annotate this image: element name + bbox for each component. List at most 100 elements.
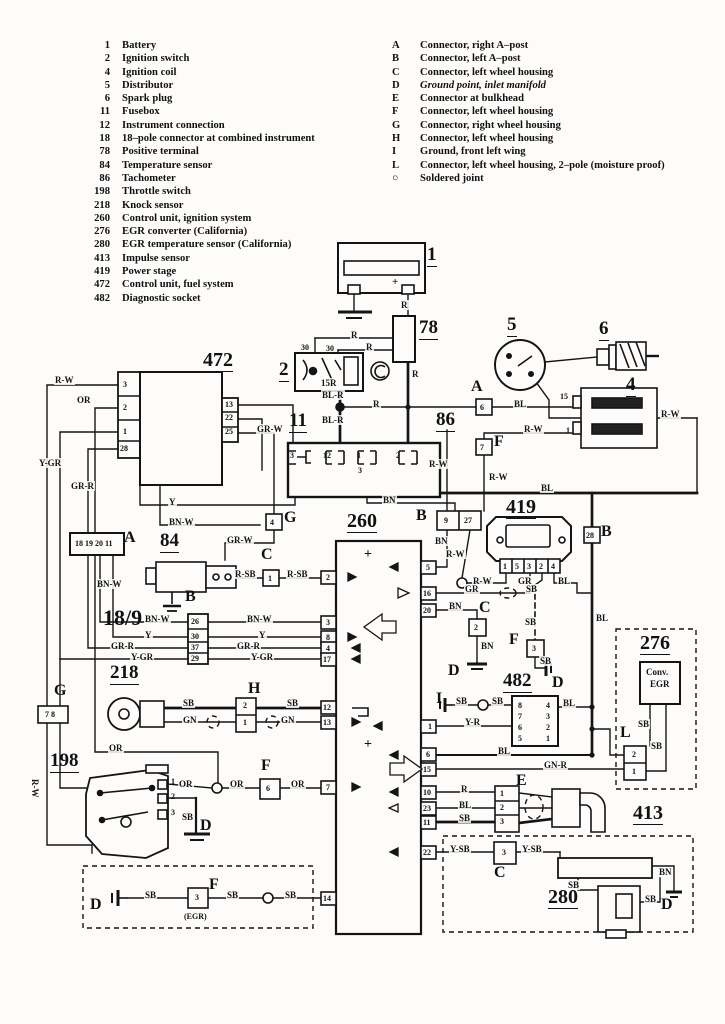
legend-text: Instrument connection (122, 119, 225, 131)
wire-label: R (460, 784, 469, 794)
component-label: L (620, 724, 631, 741)
wire-label: Y-SB (449, 844, 471, 854)
pin-label: 2 (546, 723, 550, 732)
pin-label: 3 (502, 848, 506, 857)
component-label: D (200, 817, 212, 834)
legend-text: Power stage (122, 266, 177, 278)
wire-label: BN-W (168, 517, 195, 527)
pin-label: 2 (632, 750, 636, 759)
legend-number: 280 (94, 239, 110, 251)
pin-label: 28 (120, 444, 128, 453)
pin-label: 2 (539, 562, 543, 571)
legend-letter: H (392, 133, 401, 145)
legend-number: 12 (99, 119, 110, 131)
component-label: A (471, 378, 483, 395)
component-label: 2 (279, 359, 289, 382)
wire-label: R-W (445, 549, 466, 559)
pin-label: 4 (326, 644, 330, 653)
wire-label: BL (562, 698, 577, 708)
wire-label: BL (497, 746, 512, 756)
pin-label: 12 (323, 703, 331, 712)
wire-label: BL-R (321, 390, 345, 400)
wire-label: SB (144, 890, 158, 900)
wire-label: GR (517, 576, 533, 586)
pin-label: 10 (423, 788, 431, 797)
legend-text: Tachometer (122, 172, 176, 184)
pin-label: 4 (270, 518, 274, 527)
pin-label: 5 (518, 734, 522, 743)
legend-letter: I (392, 146, 397, 158)
wire-label: R-W (472, 576, 493, 586)
legend-letter: L (392, 159, 400, 171)
legend-text: Ground, front left wing (420, 146, 526, 158)
ignition-coil-symbol (572, 387, 658, 449)
component-label: E (516, 772, 527, 789)
legend-text: Distributor (122, 79, 174, 91)
pin-label: 3 (527, 562, 531, 571)
legend-text: EGR converter (California) (122, 226, 248, 238)
pin-label: 6 (266, 784, 270, 793)
wire-label: GR (464, 584, 480, 594)
pin-label: 7 8 (45, 710, 55, 719)
diagnostic-socket-482-symbol (511, 695, 559, 747)
wire-label: Y-R (464, 717, 482, 727)
signal-arrows (347, 561, 424, 858)
wire-label: R-W (488, 472, 509, 482)
pin-label: 5 (426, 563, 430, 572)
pin-label: 14 (323, 894, 331, 903)
legend-text: Connector, left wheel housing (420, 106, 554, 118)
legend-text: Connector, right A–post (420, 40, 529, 51)
wire-label: GR-R (236, 641, 261, 651)
pin-label: 8 (518, 701, 522, 710)
pin-label: 30 (326, 344, 334, 353)
wire-label: SB (286, 698, 300, 708)
legend-text: Control unit, ignition system (122, 212, 252, 224)
pin-label: 1 (357, 451, 361, 460)
wire-label: Y-SB (521, 844, 543, 854)
wire-label: GN (280, 715, 296, 725)
wire-label: R (411, 369, 420, 379)
pin-label: 17 (323, 655, 331, 664)
component-label: 260 (347, 510, 377, 533)
pin-label: 1 (632, 767, 636, 776)
distributor-symbol (494, 339, 546, 391)
wire-label: BL-R (321, 415, 345, 425)
pin-label: 12 (323, 451, 331, 460)
pin-label: 23 (423, 804, 431, 813)
pin-label: 37 (191, 643, 199, 652)
pin-label: 26 (191, 617, 199, 626)
pin-label: 7 (480, 443, 484, 452)
legend-number: 413 (94, 252, 110, 264)
wire-label: BN (658, 867, 673, 877)
wire-label: SB (455, 696, 469, 706)
ground-symbols (111, 660, 682, 906)
wire-label: Y-GR (38, 458, 63, 468)
wire-label: + (391, 276, 400, 288)
pin-label: 13 (225, 400, 233, 409)
component-label: F (509, 631, 519, 648)
legend-text: Positive terminal (122, 146, 199, 158)
legend-number: 482 (94, 292, 110, 304)
component-label: 198 (50, 750, 79, 773)
ignition-switch-symbol (294, 352, 390, 392)
wire-label: SB (567, 880, 581, 890)
component-label: 280 (548, 886, 578, 909)
pin-label: 1 (268, 574, 272, 583)
wire-label: SB (637, 719, 651, 729)
wire-label: GN (182, 715, 198, 725)
pin-label: 22 (225, 413, 233, 422)
positive-terminal-symbol (392, 315, 416, 363)
wire-label: Y (168, 497, 177, 507)
wire-label: + (363, 547, 373, 562)
pin-label: 18 19 20 11 (75, 539, 113, 548)
component-label: 276 (640, 632, 670, 655)
component-label: 419 (506, 496, 536, 519)
